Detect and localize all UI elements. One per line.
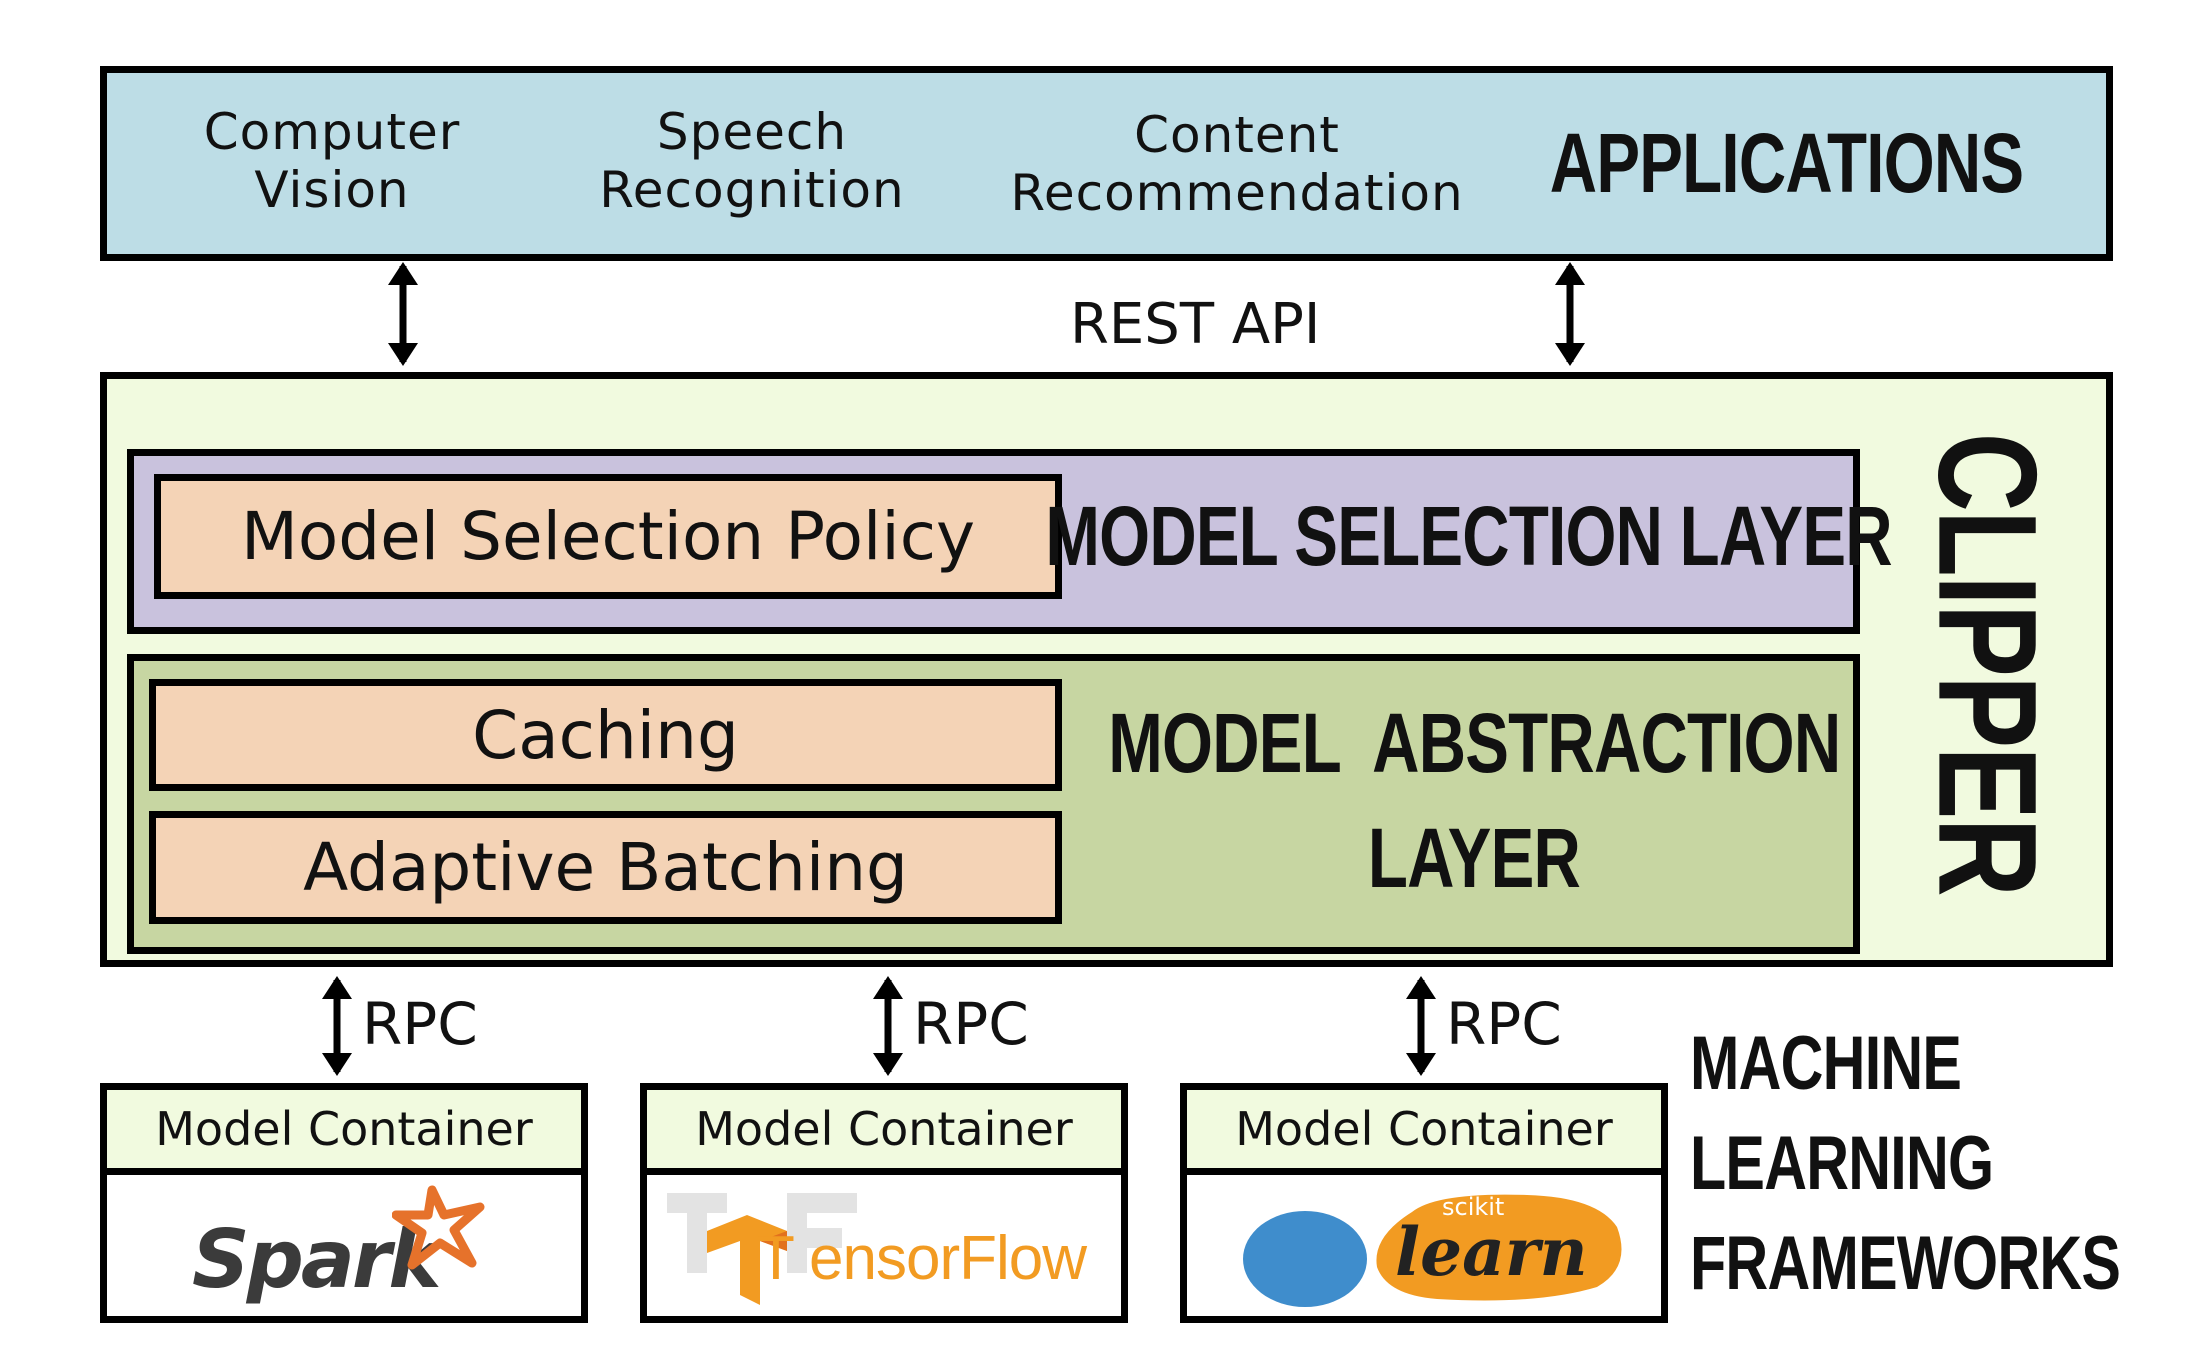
model-container-sklearn: Model Container scikit learn [1180,1083,1668,1323]
app-speech-recognition: Speech Recognition [599,103,903,219]
sklearn-small-label: scikit [1442,1193,1505,1221]
adaptive-batching-label: Adaptive Batching [303,829,908,906]
arrow-app-right [1555,262,1585,366]
tensorflow-wordmark-rest: ensorFlow [809,1224,1087,1293]
arrow-rpc-2 [873,976,903,1076]
app-content-recommendation-line2: Recommendation [1010,164,1464,222]
spark-star-icon [392,1185,485,1270]
frameworks-line3: FRAMEWORKS [1690,1221,2121,1306]
frameworks-line1-wrap: MACHINE [1690,1020,2038,1107]
adaptive-batching-box: Adaptive Batching [149,811,1062,924]
model-selection-policy-box: Model Selection Policy [154,474,1062,599]
spark-logo-box: Spark [100,1168,588,1323]
frameworks-label: MACHINE LEARNING FRAMEWORKS [1690,1020,2121,1320]
arrow-rpc-3 [1406,976,1436,1076]
app-computer-vision-line2: Vision [254,161,410,219]
tensorflow-wordmark: T ensorFlow [757,1223,1087,1294]
tensorflow-ghost-icon [667,1193,857,1273]
model-container-tensorflow: Model Container T ensorFlow [640,1083,1128,1323]
tensorflow-logo-box: T ensorFlow [640,1168,1128,1323]
model-abstraction-title-line2: LAYER [1367,811,1581,905]
rest-api-label: REST API [1070,292,1321,357]
model-abstraction-title-wrap: MODEL ABSTRACTION LAYER [1094,681,1854,921]
rpc-label-3: RPC [1446,990,1562,1058]
applications-title-wrap: APPLICATIONS [1550,113,2024,213]
frameworks-line2: LEARNING [1690,1121,1994,1206]
model-container-spark: Model Container Spark [100,1083,588,1323]
sklearn-wordmark: learn [1395,1213,1588,1291]
frameworks-line1: MACHINE [1690,1021,1962,1106]
sklearn-logo-box: scikit learn [1180,1168,1668,1323]
rpc-label-2: RPC [913,990,1029,1058]
arrow-rpc-1 [322,976,352,1076]
clipper-panel: Model Selection Policy MODEL SELECTION L… [100,372,2113,967]
applications-panel: Computer Vision Speech Recognition Conte… [100,66,2113,261]
model-selection-title-wrap: MODEL SELECTION LAYER [1046,474,1893,599]
spark-logo: Spark [192,1185,512,1308]
app-content-recommendation: Content Recommendation [1010,106,1462,222]
app-computer-vision: Computer Vision [202,103,462,219]
tensorflow-wordmark-prefix: T [757,1224,794,1293]
model-container-header-label: Model Container [695,1102,1073,1156]
model-abstraction-layer: Caching Adaptive Batching MODEL ABSTRACT… [127,654,1860,954]
frameworks-line3-wrap: FRAMEWORKS [1690,1220,2210,1307]
app-computer-vision-line1: Computer [203,103,461,161]
model-container-header: Model Container [1180,1083,1668,1175]
tensorflow-icon [707,1215,787,1305]
model-container-header-label: Model Container [1235,1102,1613,1156]
spark-wordmark: Spark [192,1213,442,1306]
model-container-header: Model Container [640,1083,1128,1175]
rpc-label-1: RPC [362,990,478,1058]
app-content-recommendation-line1: Content [1134,106,1340,164]
clipper-title-wrap: CLIPPER [1887,433,2087,895]
applications-title: APPLICATIONS [1550,115,2024,210]
app-speech-recognition-line1: Speech [656,103,848,161]
model-selection-policy-label: Model Selection Policy [240,498,976,575]
arrow-app-left [388,262,418,366]
model-selection-layer: Model Selection Policy MODEL SELECTION L… [127,449,1893,634]
caching-label: Caching [472,696,739,774]
clipper-title: CLIPPER [1909,432,2067,896]
caching-box: Caching [149,679,1062,791]
model-container-header-label: Model Container [155,1102,533,1156]
model-container-header: Model Container [100,1083,588,1175]
app-speech-recognition-line2: Recognition [599,161,905,219]
frameworks-line2-wrap: LEARNING [1690,1120,2079,1207]
model-selection-title: MODEL SELECTION LAYER [1045,489,1893,583]
sklearn-logo-icon [1243,1194,1622,1307]
model-abstraction-title-line1: MODEL ABSTRACTION [1107,696,1841,790]
